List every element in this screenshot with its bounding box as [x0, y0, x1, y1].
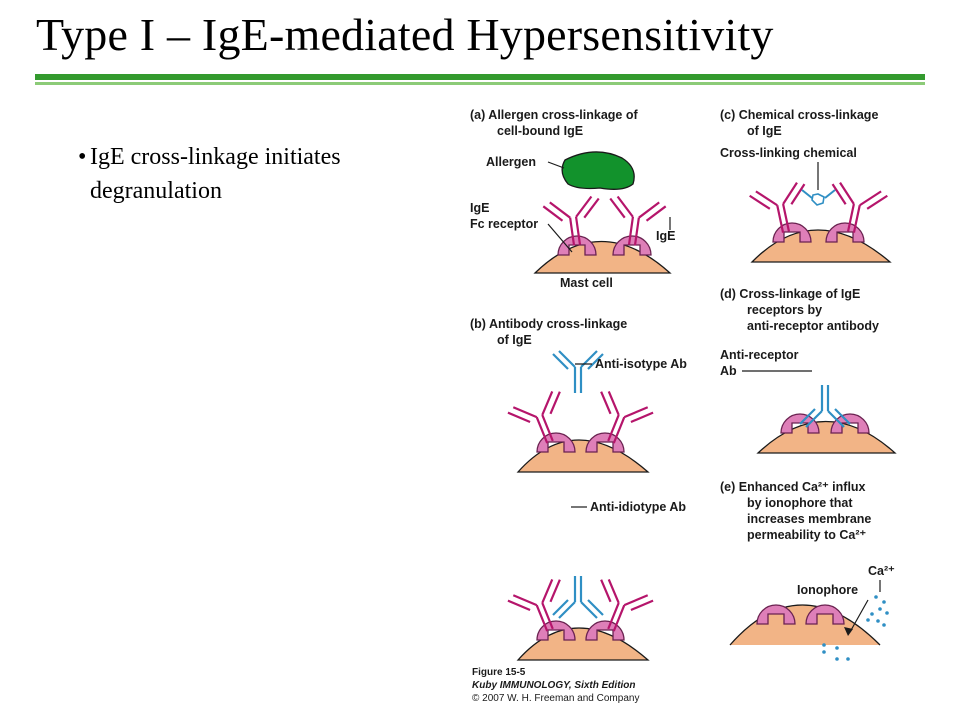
panel-b-idiotype: Anti-idiotype Ab — [505, 500, 686, 661]
panel-c: (c) Chemical cross-linkage of IgE Cross-… — [720, 108, 892, 263]
panel-c-heading-2: of IgE — [747, 124, 782, 138]
panel-e: (e) Enhanced Ca²⁺ influx by ionophore th… — [720, 480, 895, 661]
mast-cell-label: Mast cell — [560, 276, 613, 290]
ige-antibody-a1 — [541, 194, 606, 250]
panel-e-heading: (e) Enhanced Ca²⁺ influx — [720, 480, 866, 494]
anti-receptor-label-2: Ab — [720, 364, 737, 378]
panel-e-heading-3: increases membrane — [747, 512, 871, 526]
ionophore-label: Ionophore — [797, 583, 858, 597]
slide-title: Type I – IgE-mediated Hypersensitivity — [36, 9, 774, 60]
mast-cell-b2 — [516, 627, 650, 661]
panel-e-heading-2: by ionophore that — [747, 496, 853, 510]
panel-d-heading: (d) Cross-linkage of IgE — [720, 287, 860, 301]
figure-number: Figure 15-5 — [472, 667, 526, 678]
allergen-label: Allergen — [486, 155, 536, 169]
anti-idiotype-antibody — [551, 574, 605, 620]
title-divider — [35, 74, 925, 80]
panel-e-heading-4: permeability to Ca²⁺ — [747, 528, 867, 542]
panel-d-heading-3: anti-receptor antibody — [747, 319, 879, 333]
figure-caption: Figure 15-5 Kuby IMMUNOLOGY, Sixth Editi… — [472, 666, 639, 705]
panel-b-heading: (b) Antibody cross-linkage — [470, 317, 627, 331]
panel-a-heading: (a) Allergen cross-linkage of — [470, 108, 638, 122]
calcium-ions — [822, 595, 889, 661]
hypersensitivity-figure: (a) Allergen cross-linkage of cell-bound… — [470, 108, 897, 661]
panel-b-heading-2: of IgE — [497, 333, 532, 347]
bullet-text: IgE cross-linkage initiates degranulatio… — [90, 144, 341, 204]
mast-cell-b1 — [516, 439, 650, 473]
copyright: © 2007 W. H. Freeman and Company — [472, 693, 640, 704]
panel-b: (b) Antibody cross-linkage of IgE Anti-i… — [470, 317, 687, 473]
panel-a-heading-2: cell-bound IgE — [497, 124, 583, 138]
anti-receptor-label: Anti-receptor — [720, 348, 799, 362]
mast-cell-e — [729, 604, 881, 646]
mast-cell-d — [756, 420, 897, 454]
allergen-blob — [561, 151, 635, 190]
ige-label-left: IgE — [470, 201, 489, 215]
book-title: Kuby IMMUNOLOGY, Sixth Edition — [472, 680, 636, 691]
panel-c-heading: (c) Chemical cross-linkage — [720, 108, 878, 122]
title-divider-light — [35, 82, 925, 85]
chemical-crosslinker — [811, 193, 825, 206]
mast-cell-c — [750, 229, 892, 263]
bullet-dot: • — [78, 144, 87, 170]
panel-a: (a) Allergen cross-linkage of cell-bound… — [470, 108, 675, 290]
anti-idiotype-label: Anti-idiotype Ab — [590, 500, 686, 514]
anti-isotype-label: Anti-isotype Ab — [595, 357, 687, 371]
calcium-label: Ca²⁺ — [868, 564, 895, 578]
mast-cell-a — [533, 241, 672, 274]
ige-label-right: IgE — [656, 229, 675, 243]
cross-linking-chemical-label: Cross-linking chemical — [720, 146, 857, 160]
panel-d: (d) Cross-linkage of IgE receptors by an… — [720, 287, 897, 454]
bullet-item: • IgE cross-linkage initiates degranulat… — [78, 140, 438, 208]
panel-d-heading-2: receptors by — [747, 303, 822, 317]
ionophore-arrow — [849, 599, 869, 633]
fc-receptor-label: Fc receptor — [470, 217, 538, 231]
